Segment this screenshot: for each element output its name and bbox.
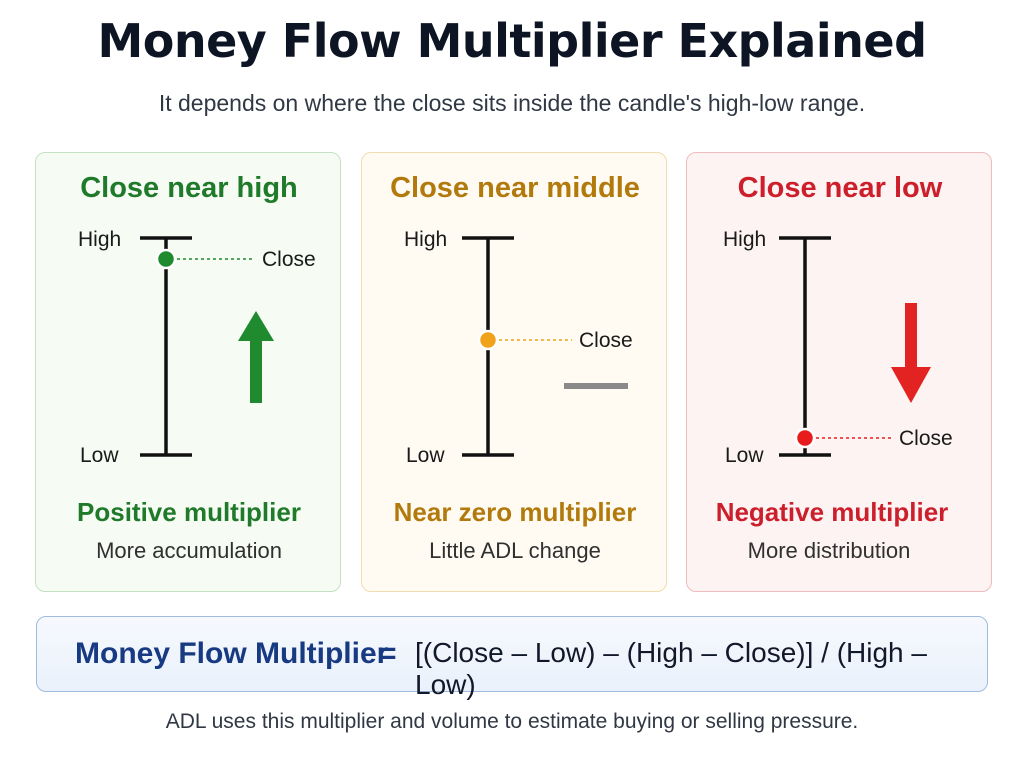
formula-box: Money Flow Multiplier = [(Close – Low) –… [36, 616, 988, 700]
flat-dash-icon [564, 383, 628, 389]
close-label: Close [899, 427, 953, 450]
close-dot-icon [155, 248, 177, 270]
low-label: Low [406, 444, 445, 467]
panel-title: Close near low [738, 172, 943, 204]
close-dot-icon [477, 329, 499, 351]
panel-result: Negative multiplier [716, 497, 949, 527]
formula-name: Money Flow Multiplier [75, 637, 389, 670]
panel-close-near-high: Close near high High Low Close Positive … [35, 152, 341, 592]
page-subtitle: It depends on where the close sits insid… [158, 90, 866, 116]
close-label: Close [262, 248, 316, 271]
arrow-up-icon [238, 311, 274, 403]
arrow-down-icon [891, 303, 931, 403]
close-dot-icon [794, 427, 816, 449]
candle-diagram-low: Close near low High Low Close Negative m… [716, 172, 953, 563]
high-label: High [78, 228, 121, 251]
panel-description: Little ADL change [429, 538, 601, 563]
candle-diagram-middle: Close near middle High Low Close Near ze… [390, 172, 640, 563]
footer-note: ADL uses this multiplier and volume to e… [165, 710, 859, 733]
panel-close-near-middle: Close near middle High Low Close Near ze… [361, 152, 667, 592]
high-label: High [404, 228, 447, 251]
panel-title: Close near high [80, 172, 298, 204]
panel-description: More distribution [748, 538, 911, 563]
candle-diagram-high: Close near high High Low Close Positive … [77, 172, 316, 563]
panel-title: Close near middle [390, 172, 640, 204]
page-title: Money Flow Multiplier Explained [97, 14, 927, 68]
high-label: High [723, 228, 766, 251]
formula-expression: [(Close – Low) – (High – Close)] / (High… [415, 637, 927, 700]
low-label: Low [725, 444, 764, 467]
panel-close-near-low: Close near low High Low Close Negative m… [686, 152, 992, 592]
panel-result: Near zero multiplier [394, 497, 637, 527]
formula-equals-sign: = [379, 637, 397, 670]
low-label: Low [80, 444, 119, 467]
panel-description: More accumulation [96, 538, 282, 563]
panel-result: Positive multiplier [77, 497, 301, 527]
close-label: Close [579, 329, 633, 352]
